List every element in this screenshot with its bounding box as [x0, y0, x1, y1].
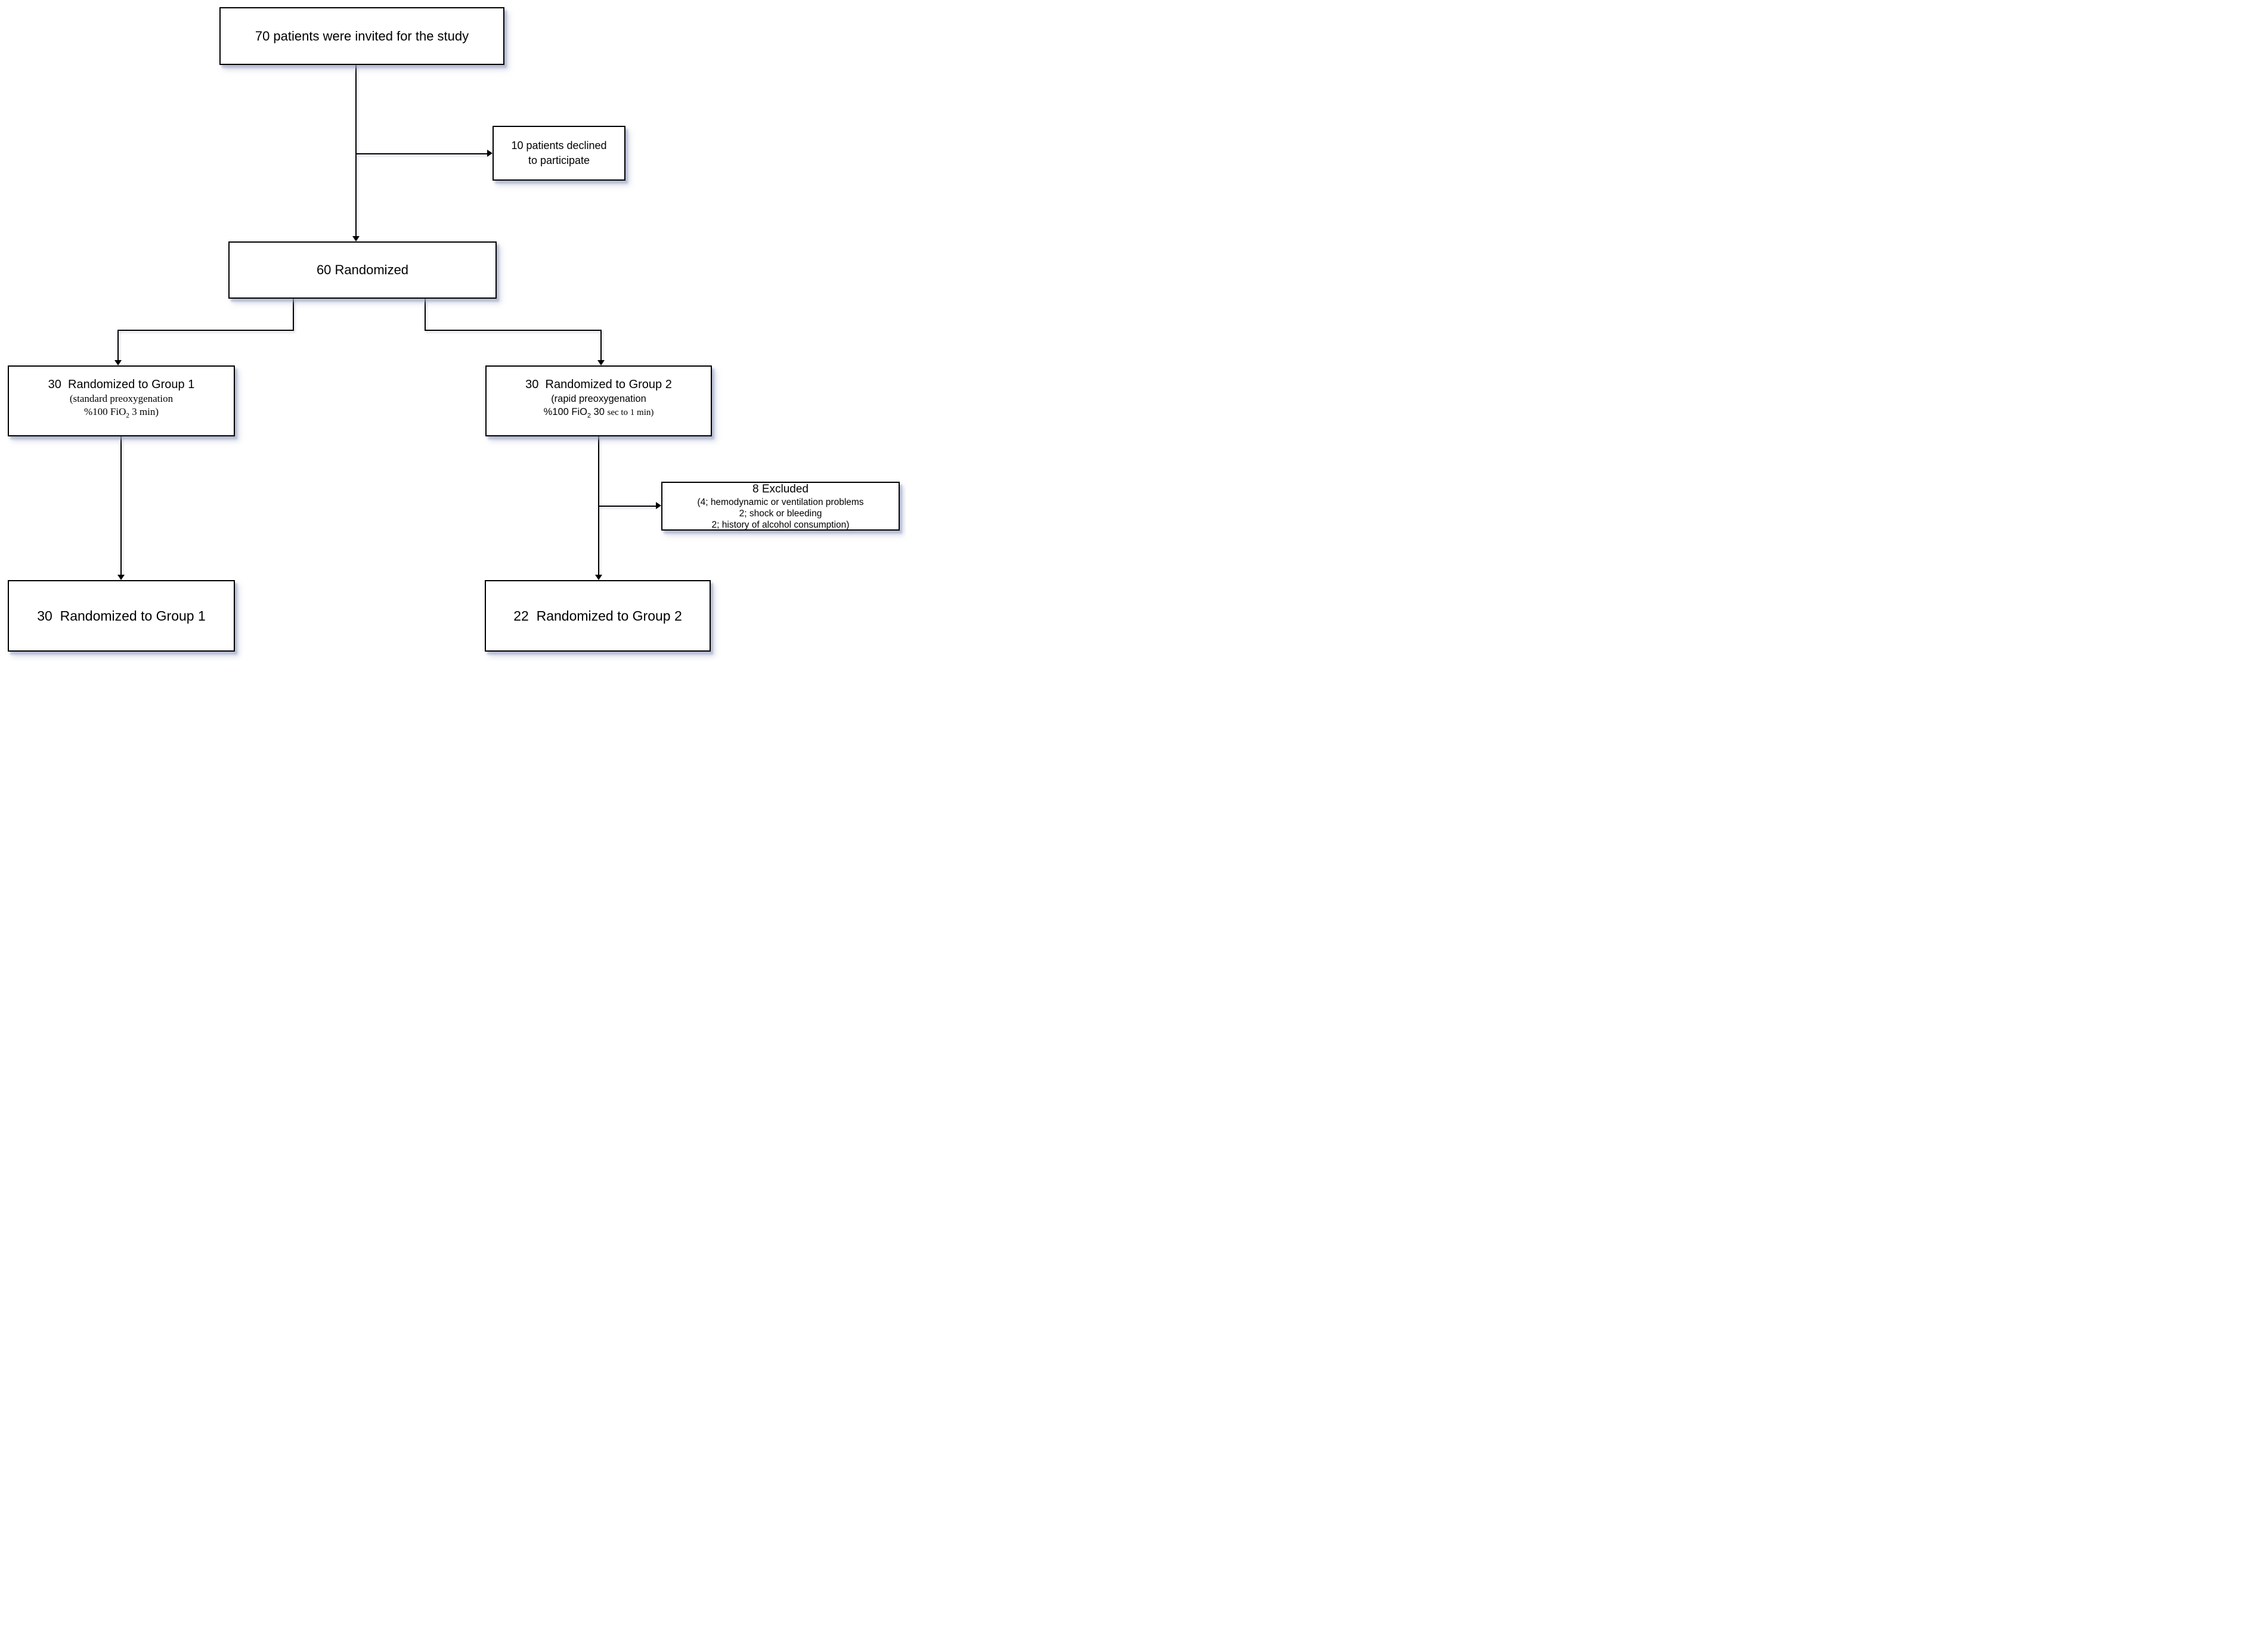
declined-line1: 10 patients declined: [511, 140, 607, 151]
randomized-box: 60 Randomized: [228, 241, 497, 299]
arrowhead-down-icon: [117, 575, 125, 580]
final-group1-box: 30 Randomized to Group 1: [8, 580, 235, 652]
invited-patients-box: 70 patients were invited for the study: [219, 7, 504, 65]
group1-detail-line1: (standard preoxygenation: [69, 393, 174, 404]
final-group2-box: 22 Randomized to Group 2: [485, 580, 711, 652]
connector-to-declined: [356, 153, 488, 154]
randomized-text: 60 Randomized: [316, 262, 409, 277]
excluded-title: 8 Excluded: [752, 482, 809, 495]
group1-allocation-box: 30 Randomized to Group 1 (standard preox…: [8, 365, 235, 436]
invited-patients-text: 70 patients were invited for the study: [255, 28, 469, 44]
connector-branch-left: [117, 330, 294, 331]
connector-group1-to-final1: [120, 436, 122, 575]
excluded-reason2: 2; shock or bleeding: [739, 508, 822, 519]
group2-allocation-box: 30 Randomized to Group 2 (rapid preoxyge…: [485, 365, 712, 436]
group2-title: 30 Randomized to Group 2: [525, 378, 672, 391]
arrowhead-down-icon: [595, 575, 602, 580]
group1-title: 30 Randomized to Group 1: [48, 378, 195, 391]
excluded-reason3: 2; history of alcohol consumption): [711, 519, 850, 530]
arrowhead-down-icon: [352, 236, 360, 241]
excluded-reason1: (4; hemodynamic or ventilation problems: [697, 497, 864, 507]
group2-detail-line2: %100 FiO2 30 sec to 1 min): [543, 407, 654, 420]
connector-branch-right: [425, 330, 602, 331]
connector-into-group2: [600, 330, 602, 361]
connector-randomized-left-stub: [293, 299, 294, 330]
consort-flow-diagram: 70 patients were invited for the study 1…: [0, 0, 906, 661]
group1-detail-line2: %100 FiO2 3 min): [83, 406, 159, 420]
fio2-subscript: 2: [587, 412, 591, 420]
arrowhead-right-icon: [487, 150, 493, 157]
arrowhead-down-icon: [597, 360, 605, 365]
declined-patients-box: 10 patients declined to participate: [493, 126, 625, 181]
fio2-subscript: 2: [126, 412, 129, 420]
declined-line2: to participate: [528, 154, 590, 166]
connector-invited-to-randomized: [355, 65, 357, 238]
excluded-patients-box: 8 Excluded (4; hemodynamic or ventilatio…: [661, 482, 900, 531]
arrowhead-down-icon: [114, 360, 122, 365]
connector-into-group1: [117, 330, 119, 361]
final-group2-text: 22 Randomized to Group 2: [513, 608, 682, 624]
group2-detail-line1: (rapid preoxygenation: [551, 393, 646, 404]
connector-randomized-right-stub: [425, 299, 426, 330]
arrowhead-right-icon: [656, 502, 661, 509]
final-group1-text: 30 Randomized to Group 1: [37, 608, 206, 624]
connector-to-excluded: [599, 506, 656, 507]
